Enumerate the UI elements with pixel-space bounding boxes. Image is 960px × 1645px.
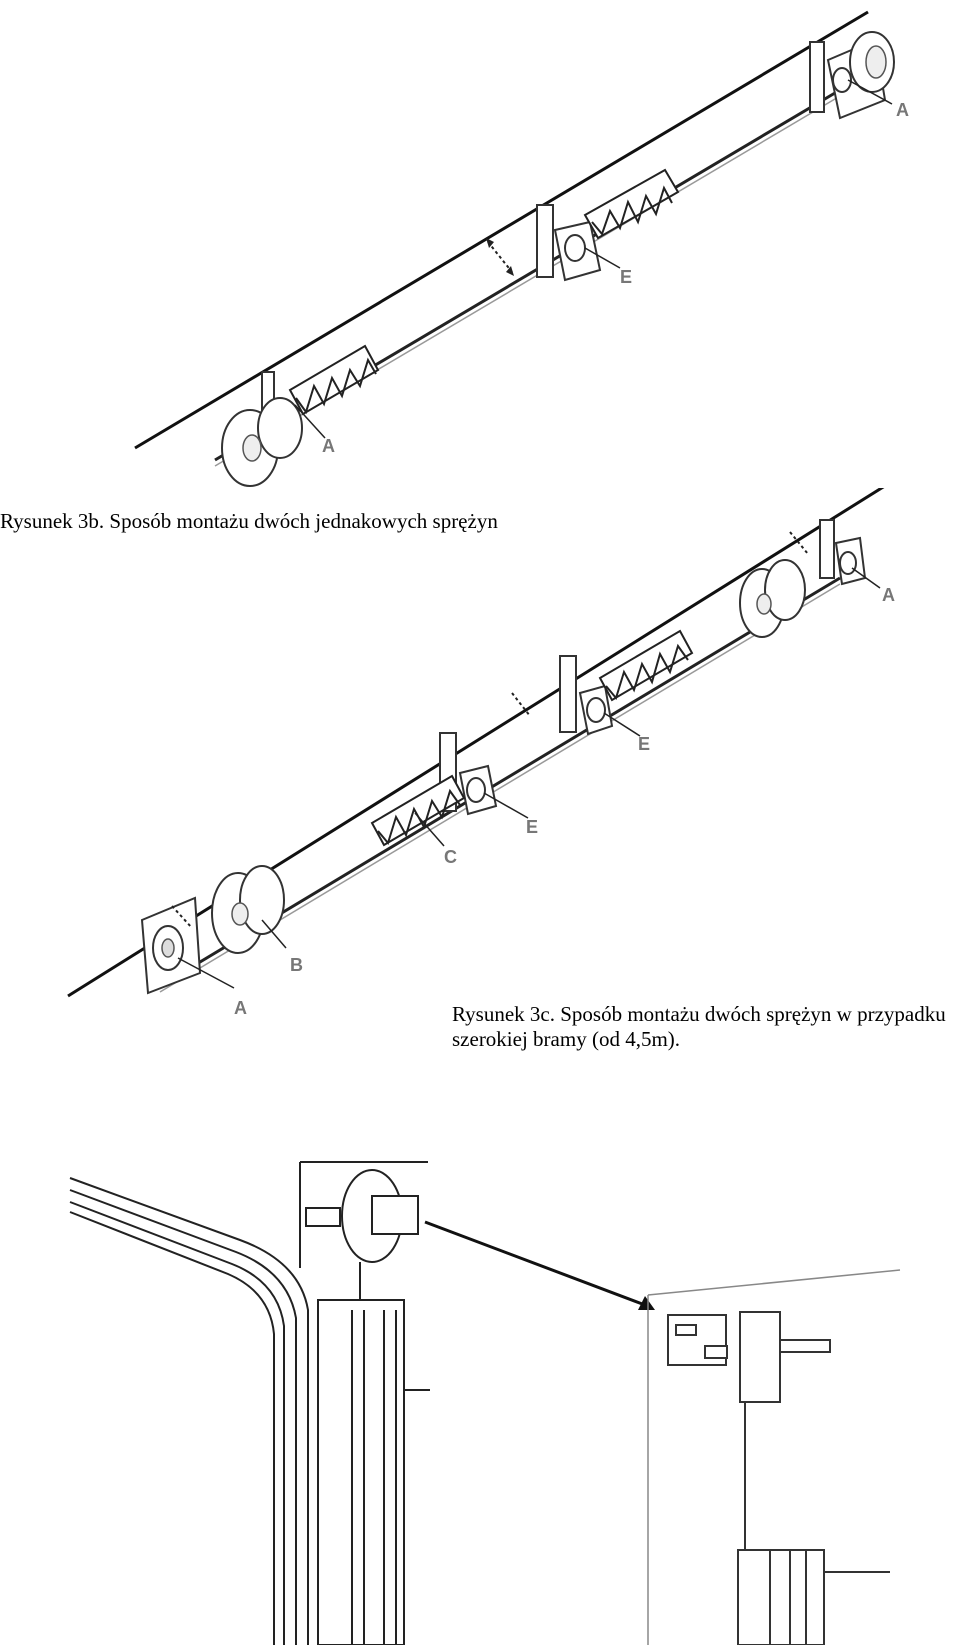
label-e-lower: E [526, 817, 538, 837]
drum-top [739, 559, 806, 638]
center-bracket [536, 204, 602, 282]
label-a-bottom: A [322, 436, 335, 456]
end-bracket-bottom [221, 371, 303, 487]
figure-3b-illustration: A E A [134, 10, 909, 487]
figure-3b-caption: Rysunek 3b. Sposób montażu dwóch jednako… [0, 509, 498, 533]
detail-bracket [667, 1311, 831, 1550]
spring-lower [288, 344, 380, 416]
spring-upper [598, 629, 694, 702]
drum-bracket [299, 1161, 428, 1300]
clearance-arrow [486, 238, 514, 276]
detail-arrow [424, 1220, 655, 1310]
label-e: E [620, 267, 632, 287]
end-bracket-top [819, 519, 867, 586]
vertical-door-panel [317, 1299, 430, 1645]
detail-door-panel [737, 1549, 890, 1645]
label-e-upper: E [638, 734, 650, 754]
end-bracket-bottom [140, 896, 202, 995]
figure-3c-caption-line-1: Rysunek 3c. Sposób montażu dwóch sprężyn… [452, 1002, 946, 1026]
clearance-arrows [171, 531, 809, 929]
ceiling-line [67, 488, 885, 998]
label-a-bottom: A [234, 998, 247, 1018]
label-c: C [444, 847, 457, 867]
label-a-top: A [896, 100, 909, 120]
center-bracket-upper [559, 655, 614, 736]
label-b: B [290, 955, 303, 975]
spring-upper [583, 168, 680, 240]
figure-3d-illustration [69, 1161, 901, 1645]
figure-3c-illustration: A E E C B A [67, 488, 895, 1018]
end-bracket-top [809, 31, 895, 120]
label-a-top: A [882, 585, 895, 605]
drum-bottom [211, 865, 285, 954]
ceiling-line [134, 10, 869, 450]
curved-track [69, 1177, 309, 1645]
figure-3c-caption-line-2: szerokiej bramy (od 4,5m). [452, 1027, 681, 1051]
detail-inset [647, 1269, 901, 1645]
